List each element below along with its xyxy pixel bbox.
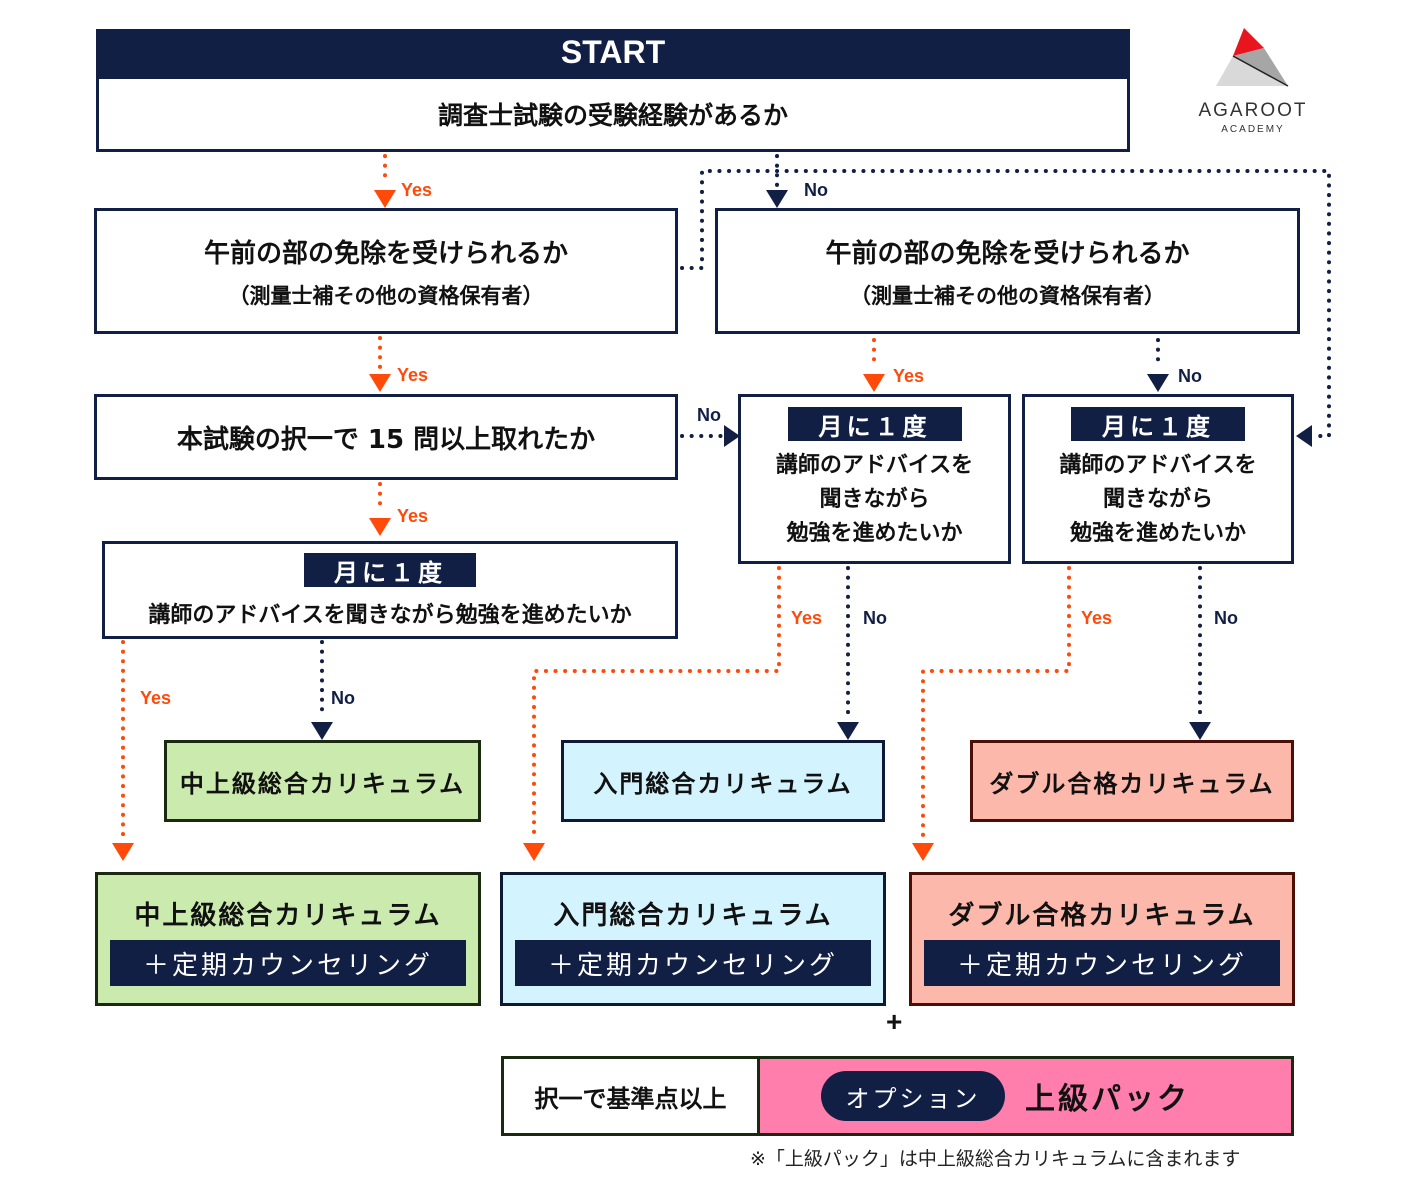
result-title: 中上級総合カリキュラム — [179, 769, 466, 798]
question-text: 勉強を進めたいか — [786, 521, 963, 546]
arrowhead — [112, 843, 134, 861]
label-yes: Yes — [893, 366, 925, 386]
arrowhead — [369, 518, 391, 536]
label-yes: Yes — [791, 608, 823, 628]
triangle-logo-icon — [1216, 28, 1289, 87]
plus-sign: + — [886, 1006, 903, 1037]
option-name: 上級パック — [1025, 1082, 1190, 1117]
option-condition: 択一で基準点以上 — [504, 1059, 760, 1133]
start-label: START — [560, 34, 666, 70]
question-text: 午前の部の免除を受けられるか — [203, 238, 568, 269]
question-advice-right: 月に１度 講師のアドバイスを 聞きながら 勉強を進めたいか — [1022, 394, 1294, 564]
logo-wordmark: AGAROOT — [1198, 100, 1308, 121]
monthly-tag: 月に１度 — [1071, 407, 1245, 441]
counseling-banner: ＋定期カウンセリング — [924, 940, 1280, 986]
label-yes: Yes — [140, 688, 172, 708]
option-badge: オプション — [821, 1071, 1005, 1121]
arrowhead — [912, 843, 934, 861]
question-text: 講師のアドバイスを — [1059, 453, 1257, 478]
arrowhead — [523, 843, 545, 861]
question-morning-exemption-right: 午前の部の免除を受けられるか （測量士補その他の資格保有者） — [715, 208, 1300, 334]
label-no: No — [1214, 608, 1238, 628]
arrowhead — [863, 374, 885, 392]
arrowhead — [1147, 374, 1169, 392]
label-no: No — [697, 405, 721, 425]
result-intermediate-plus-counseling[interactable]: 中上級総合カリキュラム ＋定期カウンセリング — [95, 872, 481, 1006]
question-text: 講師のアドバイスを聞きながら勉強を進めたいか — [148, 603, 632, 628]
monthly-tag: 月に１度 — [304, 553, 476, 587]
question-text: 講師のアドバイスを — [775, 453, 974, 478]
arrowhead — [766, 190, 788, 208]
question-exam-experience: 調査士試験の受験経験があるか — [96, 76, 1130, 152]
result-intermediate-curriculum[interactable]: 中上級総合カリキュラム — [164, 740, 481, 822]
label-no: No — [1178, 366, 1202, 386]
monthly-tag: 月に１度 — [787, 407, 962, 441]
agaroot-logo: AGAROOT ACADEMY — [1188, 28, 1318, 138]
question-subtext: （測量士補その他の資格保有者） — [228, 283, 544, 308]
question-subtext: （測量士補その他の資格保有者） — [850, 283, 1165, 308]
result-title: ダブル合格カリキュラム — [989, 769, 1275, 798]
result-title: 中上級総合カリキュラム — [134, 901, 442, 931]
question-text: 聞きながら — [1102, 487, 1213, 512]
start-header: START — [96, 29, 1130, 76]
result-double-plus-counseling[interactable]: ダブル合格カリキュラム ＋定期カウンセリング — [909, 872, 1295, 1006]
option-row: 択一で基準点以上 オプション 上級パック — [501, 1056, 1294, 1136]
question-text: 調査士試験の受験経験があるか — [437, 101, 788, 130]
question-15-questions: 本試験の択一で 15 問以上取れたか — [94, 394, 678, 480]
label-no: No — [863, 608, 887, 628]
logo-subtitle: ACADEMY — [1221, 124, 1285, 135]
arrowhead — [369, 374, 391, 392]
result-intro-plus-counseling[interactable]: 入門総合カリキュラム ＋定期カウンセリング — [500, 872, 886, 1006]
question-advice-left: 月に１度 講師のアドバイスを聞きながら勉強を進めたいか — [102, 541, 678, 639]
counseling-banner: ＋定期カウンセリング — [515, 940, 871, 986]
arrowhead — [1189, 722, 1211, 740]
arrowhead — [374, 190, 396, 208]
label-yes: Yes — [401, 180, 433, 200]
question-morning-exemption-left: 午前の部の免除を受けられるか （測量士補その他の資格保有者） — [94, 208, 678, 334]
label-no: No — [331, 688, 355, 708]
option-package[interactable]: オプション 上級パック — [760, 1059, 1291, 1133]
label-yes: Yes — [397, 365, 429, 385]
question-text: 午前の部の免除を受けられるか — [825, 238, 1190, 269]
question-text: 聞きながら — [819, 487, 930, 512]
result-title: ダブル合格カリキュラム — [948, 901, 1256, 931]
question-text: 勉強を進めたいか — [1069, 521, 1246, 546]
counseling-banner: ＋定期カウンセリング — [110, 940, 466, 986]
label-yes: Yes — [397, 506, 429, 526]
label-no: No — [804, 180, 828, 200]
result-title: 入門総合カリキュラム — [553, 901, 833, 931]
result-double-curriculum[interactable]: ダブル合格カリキュラム — [970, 740, 1294, 822]
arrowhead — [837, 722, 859, 740]
arrowhead — [1296, 425, 1312, 447]
arrowhead — [311, 722, 333, 740]
result-intro-curriculum[interactable]: 入門総合カリキュラム — [561, 740, 885, 822]
result-title: 入門総合カリキュラム — [593, 769, 853, 798]
question-text: 本試験の択一で 15 問以上取れたか — [176, 424, 596, 455]
question-advice-mid: 月に１度 講師のアドバイスを 聞きながら 勉強を進めたいか — [738, 394, 1011, 564]
condition-text: 択一で基準点以上 — [534, 1084, 727, 1113]
label-yes: Yes — [1081, 608, 1113, 628]
footnote: ※「上級パック」は中上級総合カリキュラムに含まれます — [750, 1148, 1241, 1170]
